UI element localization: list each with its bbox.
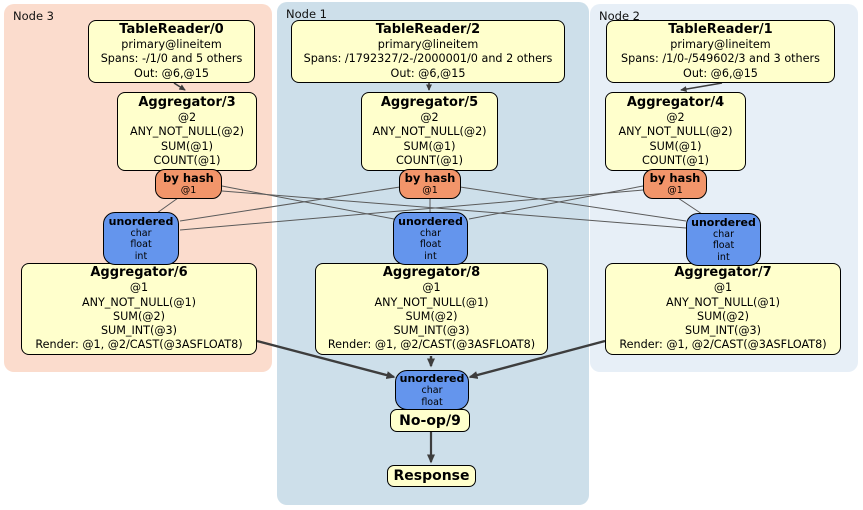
router-detail: @1 <box>667 185 683 196</box>
sync-title: unordered <box>399 372 465 385</box>
processor-title: No-op/9 <box>399 412 461 429</box>
processor-title: Aggregator/4 <box>626 94 725 110</box>
router-title: by hash <box>404 171 456 185</box>
router-by-hash-node1: by hash @1 <box>399 169 461 199</box>
region-node-3-label: Node 3 <box>13 9 54 23</box>
router-detail: @1 <box>180 185 197 196</box>
response-node: Response <box>387 465 476 487</box>
router-title: by hash <box>649 171 701 185</box>
router-title: by hash <box>163 171 214 185</box>
router-detail: @1 <box>422 185 438 196</box>
processor-title: Aggregator/8 <box>382 265 481 281</box>
processor-title: TableReader/0 <box>119 22 224 38</box>
processor-title: Aggregator/5 <box>380 94 479 110</box>
sync-title: unordered <box>691 215 756 229</box>
router-by-hash-node3: by hash @1 <box>155 169 222 199</box>
processor-title: TableReader/1 <box>668 22 773 38</box>
processor-title: Aggregator/6 <box>90 265 188 281</box>
router-by-hash-node2: by hash @1 <box>643 169 707 199</box>
processor-noop-9: No-op/9 <box>390 409 470 432</box>
processor-title: Aggregator/7 <box>674 265 772 281</box>
response-title: Response <box>393 468 470 484</box>
sync-title: unordered <box>108 214 174 228</box>
processor-title: Aggregator/3 <box>138 94 236 110</box>
region-node-1-label: Node 1 <box>286 7 327 21</box>
processor-title: TableReader/2 <box>375 22 481 38</box>
region-node-2-label: Node 2 <box>599 9 640 23</box>
sync-title: unordered <box>398 214 463 228</box>
